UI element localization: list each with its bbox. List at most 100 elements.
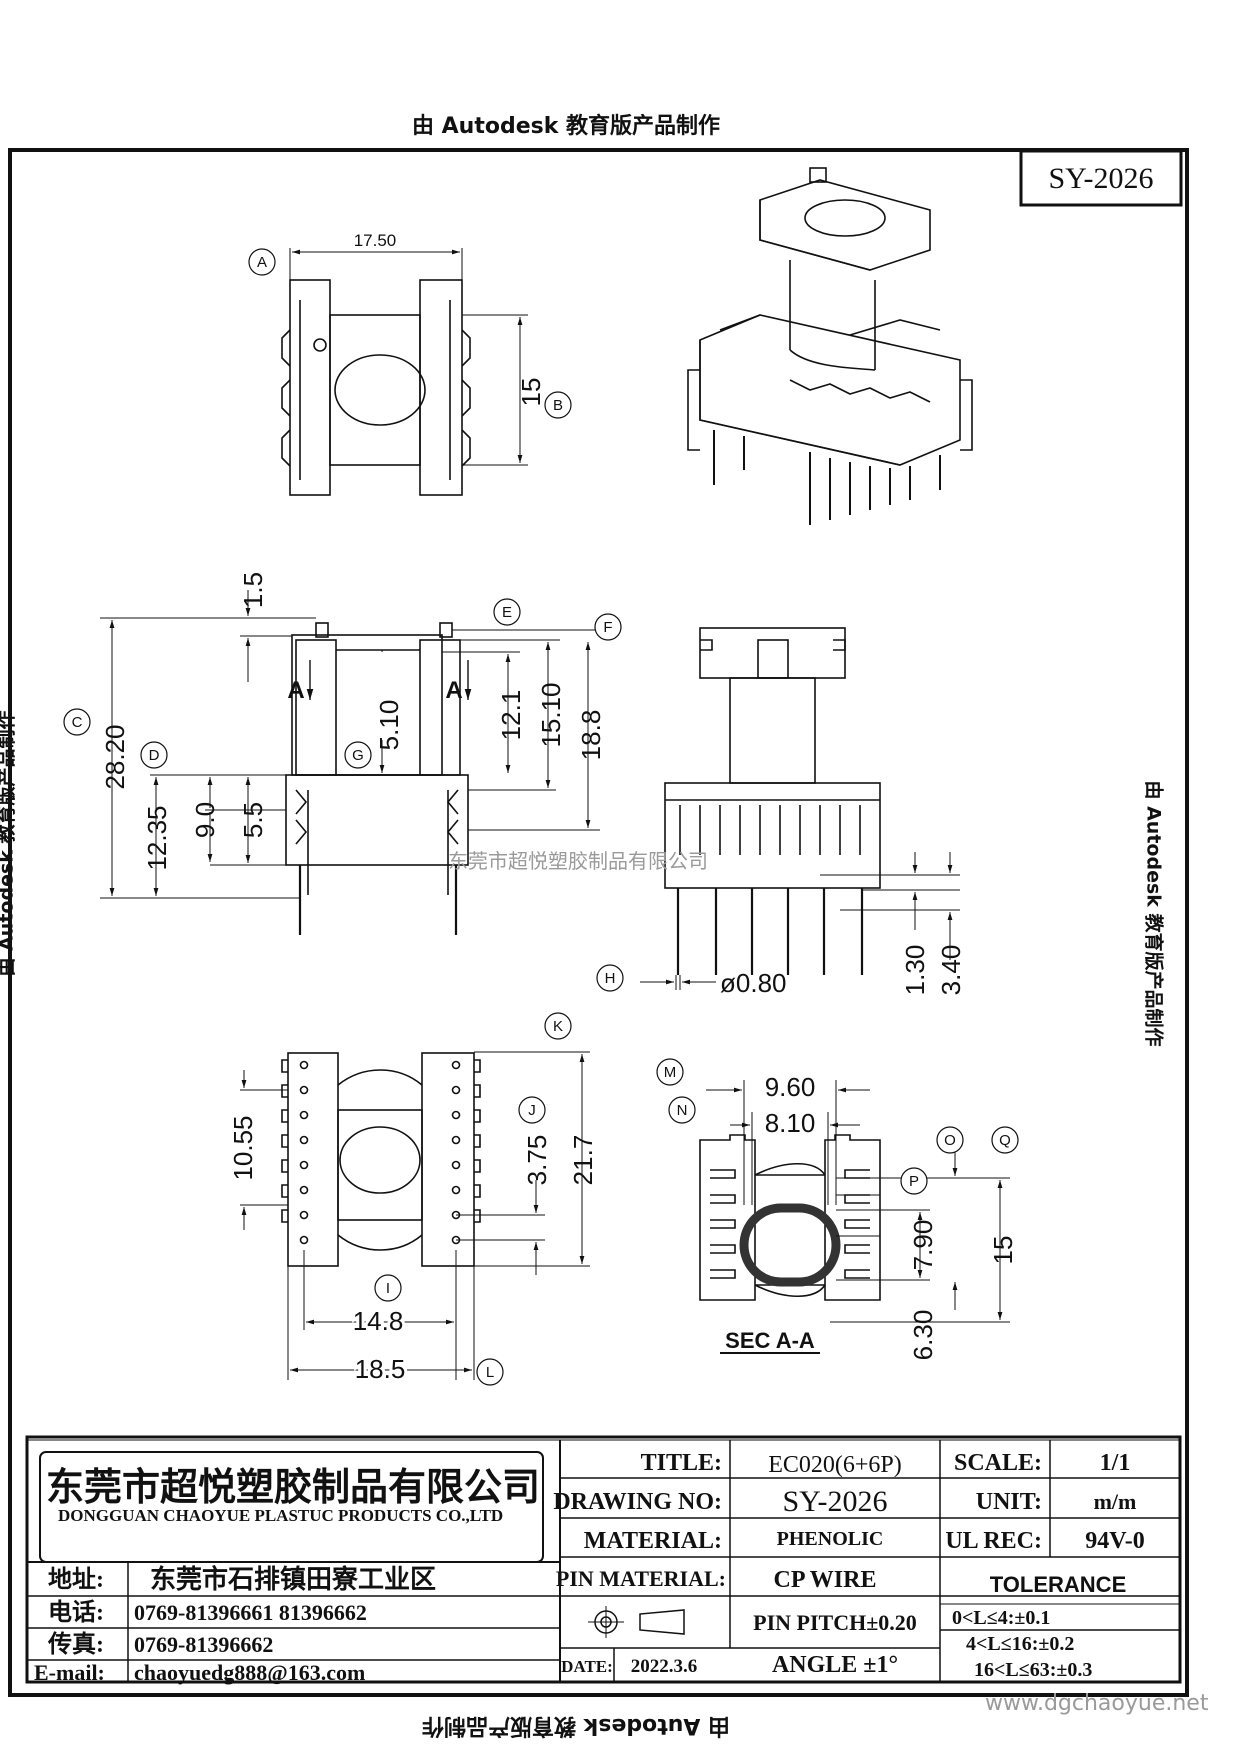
date-label: DATE: <box>561 1657 613 1676</box>
bottom-view <box>240 1051 590 1380</box>
label-e-text: E <box>502 604 512 621</box>
unit-label: UNIT: <box>976 1489 1042 1515</box>
label-circle-e: E <box>493 598 521 626</box>
top-view-width-dim: 17.50 <box>354 231 397 250</box>
section-mark-right: A <box>445 677 462 704</box>
bottom-dim-3-75: 3.75 <box>522 1135 552 1186</box>
label-g-text: G <box>352 747 364 764</box>
fax-value: 0769-81396662 <box>134 1632 273 1657</box>
drawing-no-label: DRAWING NO: <box>553 1489 722 1515</box>
label-circle-i: I <box>374 1274 402 1302</box>
label-circle-f: F <box>594 613 622 641</box>
front-dim-12-35: 12.35 <box>142 805 172 870</box>
section-dim-15: 15 <box>988 1236 1018 1265</box>
pin-pitch: PIN PITCH±0.20 <box>753 1610 917 1635</box>
phone-value: 0769-81396661 81396662 <box>134 1600 367 1625</box>
side-dim-3-40: 3.40 <box>936 945 966 996</box>
scale-label: SCALE: <box>954 1450 1042 1476</box>
pin-material-value: CP WIRE <box>774 1567 877 1593</box>
title-label: TITLE: <box>641 1450 722 1476</box>
label-circle-c: C <box>63 708 91 736</box>
section-dim-8-10: 8.10 <box>765 1108 816 1138</box>
label-n-text: N <box>677 1102 688 1119</box>
autodesk-banner-top: 由 Autodesk 教育版产品制作 <box>412 114 721 139</box>
label-q-text: Q <box>999 1132 1011 1149</box>
label-c-text: C <box>72 714 83 731</box>
title-block <box>25 1435 1182 1684</box>
label-h-text: H <box>605 970 616 987</box>
angle-value: ANGLE ±1° <box>772 1652 898 1678</box>
label-circle-k: K <box>544 1012 572 1040</box>
part-number-text: SY-2026 <box>1048 162 1153 195</box>
tolerance-row-3: 16<L≤63:±0.3 <box>974 1659 1092 1681</box>
title-value: EC020(6+6P) <box>768 1452 902 1478</box>
section-dim-7-90: 7.90 <box>908 1220 938 1271</box>
front-dim-12-1: 12.1 <box>496 690 526 741</box>
section-caption: SEC A-A <box>725 1328 815 1353</box>
side-dim-1-30: 1.30 <box>900 945 930 996</box>
tolerance-label: TOLERANCE <box>990 1572 1127 1597</box>
address-label: 地址: <box>48 1566 104 1593</box>
site-watermark: www.dgchaoyue.net <box>985 1691 1209 1716</box>
label-j-text: J <box>528 1102 536 1119</box>
ul-label: UL REC: <box>945 1528 1042 1554</box>
label-circle-o: O <box>936 1126 964 1154</box>
company-watermark: 东莞市超悦塑胶制品有限公司 <box>448 849 708 873</box>
label-circle-l: L <box>476 1358 504 1386</box>
scale-value: 1/1 <box>1100 1450 1131 1476</box>
label-l-text: L <box>486 1364 494 1381</box>
email-value: chaoyuedg888@163.com <box>134 1660 365 1685</box>
label-circle-b: B <box>544 391 572 419</box>
label-i-text: I <box>386 1280 390 1297</box>
tolerance-row-1: 0<L≤4:±0.1 <box>952 1607 1050 1629</box>
top-view-height-dim: 15 <box>516 378 546 407</box>
section-mark-left: A <box>287 677 304 704</box>
isometric-view <box>687 167 973 525</box>
label-m-text: M <box>664 1064 677 1081</box>
label-circle-g: G <box>344 741 372 769</box>
company-name-cn: 东莞市超悦塑胶制品有限公司 <box>46 1467 540 1509</box>
label-d-text: D <box>149 747 160 764</box>
phone-label: 电话: <box>48 1599 104 1626</box>
section-dim-9-60: 9.60 <box>765 1072 816 1102</box>
bottom-dim-10-55: 10.55 <box>228 1115 258 1180</box>
label-a-text: A <box>257 254 267 271</box>
label-k-text: K <box>553 1018 563 1035</box>
front-dim-15-10: 15.10 <box>536 682 566 747</box>
side-view <box>640 627 960 990</box>
pin-material-label: PIN MATERIAL: <box>556 1566 726 1591</box>
front-dim-1-5: 1.5 <box>238 572 268 608</box>
label-circle-p: P <box>900 1167 928 1195</box>
bottom-dim-14-8: 14.8 <box>353 1306 404 1336</box>
label-circle-a: A <box>248 248 276 276</box>
label-f-text: F <box>603 619 612 636</box>
company-name-en: DONGGUAN CHAOYUE PLASTUC PRODUCTS CO.,LT… <box>58 1506 503 1525</box>
front-dim-9-0: 9.0 <box>190 802 220 838</box>
label-circle-j: J <box>518 1096 546 1124</box>
label-circle-m: M <box>656 1058 684 1086</box>
date-value: 2022.3.6 <box>631 1656 698 1677</box>
bottom-dim-21-7: 21.7 <box>568 1135 598 1186</box>
side-dim-pin-dia: ø0.80 <box>720 968 787 998</box>
material-label: MATERIAL: <box>584 1528 722 1554</box>
address-value: 东莞市石排镇田寮工业区 <box>150 1564 436 1594</box>
front-dim-5-10: 5.10 <box>374 700 404 751</box>
tolerance-row-2: 4<L≤16:±0.2 <box>966 1633 1074 1655</box>
section-dim-6-30: 6.30 <box>908 1310 938 1361</box>
label-circle-h: H <box>596 964 624 992</box>
fax-label: 传真: <box>47 1630 104 1658</box>
front-dim-5-5: 5.5 <box>238 802 268 838</box>
unit-value: m/m <box>1094 1489 1137 1514</box>
label-o-text: O <box>944 1132 956 1149</box>
top-view <box>281 248 528 496</box>
bottom-dim-18-5: 18.5 <box>355 1354 406 1384</box>
part-number-box: SY-2026 <box>1019 149 1183 207</box>
email-label: E-mail: <box>34 1660 105 1685</box>
label-p-text: P <box>909 1173 919 1190</box>
front-view <box>100 590 600 935</box>
front-dim-18-8: 18.8 <box>576 710 606 761</box>
label-circle-n: N <box>668 1096 696 1124</box>
drawing-no-value: SY-2026 <box>782 1485 887 1518</box>
material-value: PHENOLIC <box>777 1528 884 1550</box>
